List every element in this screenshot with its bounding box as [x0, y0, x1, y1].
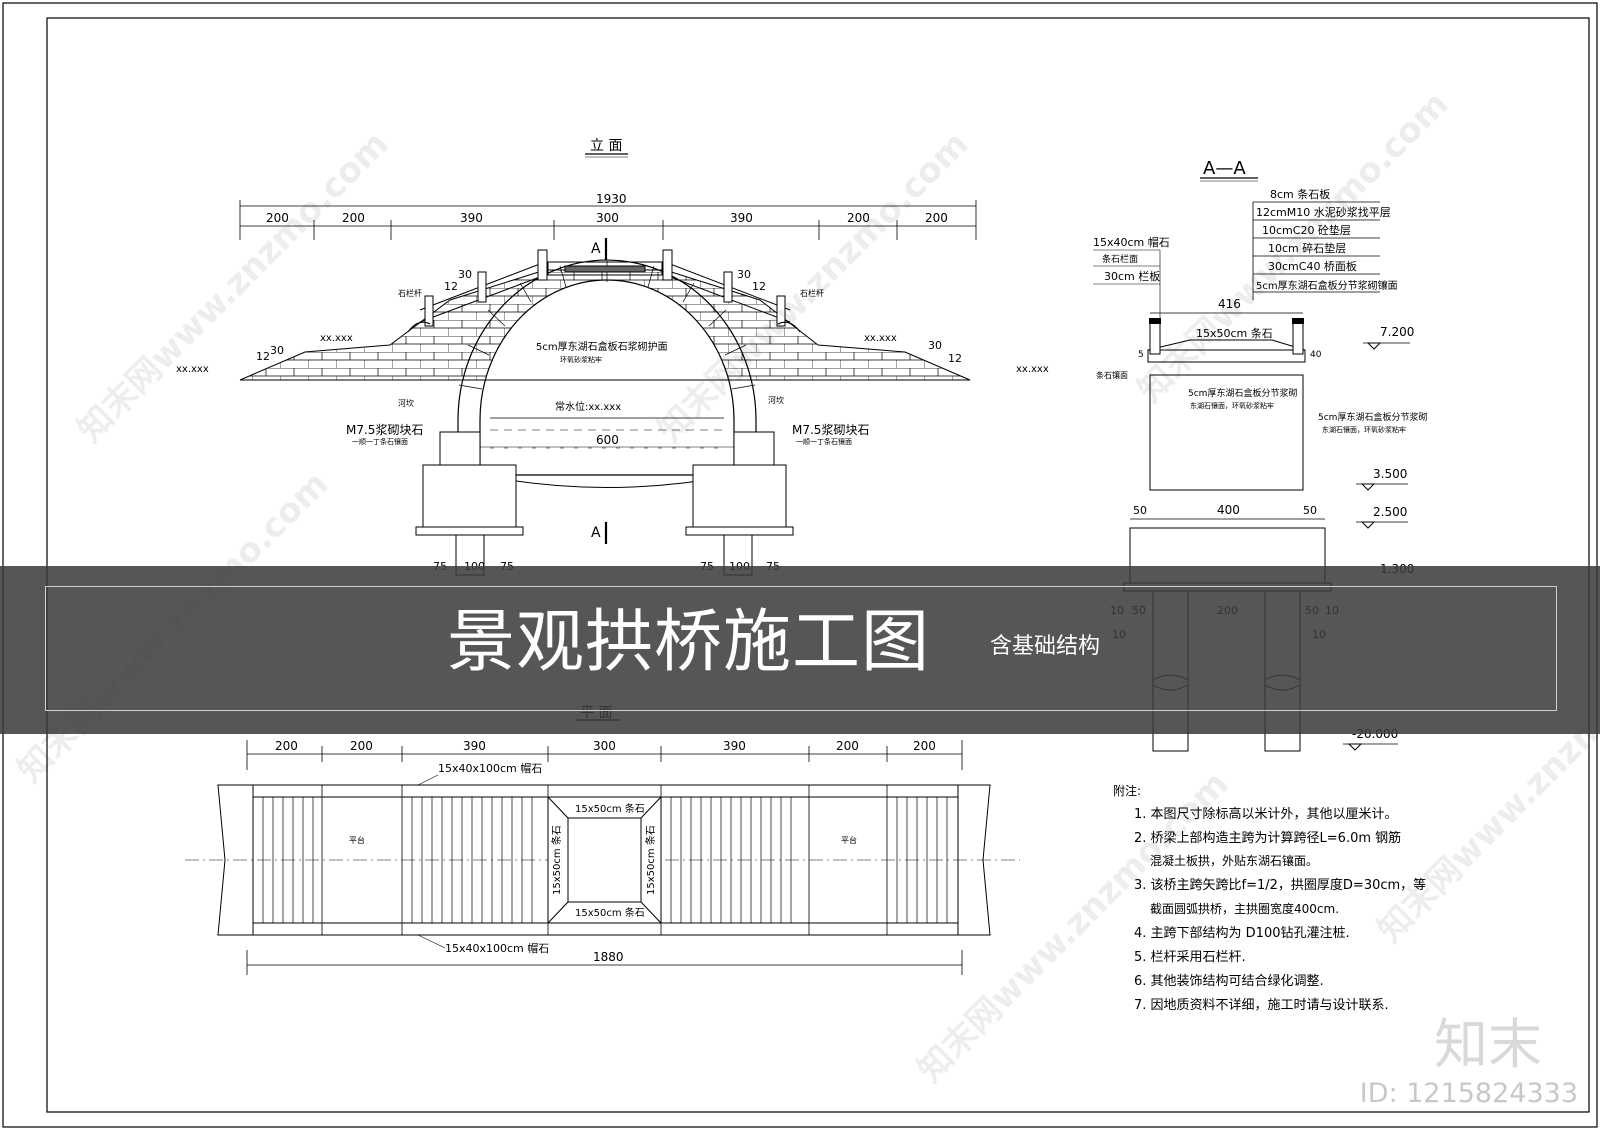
plan-span-1: 200: [275, 739, 298, 753]
elevation-span-4: 300: [596, 211, 619, 225]
notes-block: 附注: 1. 本图尺寸除标高以米计外，其他以厘米计。 2. 桥梁上部构造主跨为计…: [1113, 783, 1426, 1013]
brand-logo: 知末: [1434, 1013, 1542, 1076]
cap-dim-50-right: 50: [1303, 504, 1317, 517]
river-bank-right: 河坎: [768, 395, 784, 405]
elevation-span-7: 200: [925, 211, 948, 225]
elevation-span-1: 200: [266, 211, 289, 225]
center-stone-top: 15x50cm 条石: [575, 802, 645, 815]
section-layer-5: 30cmC40 桥面板: [1268, 259, 1357, 273]
dim-5: 5: [1138, 350, 1144, 360]
section-title: A—A: [1203, 158, 1246, 179]
plan-span-5: 390: [723, 739, 746, 753]
elev-3500: 3.500: [1373, 467, 1407, 481]
plan-span-6: 200: [836, 739, 859, 753]
span-600: 600: [596, 433, 619, 447]
stone-rail-face-label: 条石栏面: [1102, 253, 1138, 265]
notes-title: 附注:: [1113, 783, 1141, 798]
facing-note-right-b: 东湖石镶面，环氧砂浆粘牢: [1322, 425, 1406, 434]
plan-overall-dim: 1880: [593, 950, 624, 964]
note-3: 3. 该桥主跨矢跨比f=1/2，拱圈厚度D=30cm，等: [1134, 877, 1426, 893]
section-layer-1: 8cm 条石板: [1270, 187, 1330, 201]
facing-note-left-b: 东湖石镶面，环氧砂浆粘牢: [1190, 401, 1274, 410]
elev-2500: 2.500: [1373, 505, 1407, 519]
slope-left-b: 12: [444, 280, 458, 293]
m75-right-sub: 一顺一丁条石镶面: [796, 437, 852, 446]
slope-right-b: 12: [752, 280, 766, 293]
plan-span-7: 200: [913, 739, 936, 753]
m75-left: M7.5浆砌块石: [346, 422, 423, 437]
section-layer-4: 10cm 碎石垫层: [1268, 241, 1346, 255]
elevation-overall-dim: 1930: [596, 192, 627, 206]
plan-span-2: 200: [350, 739, 373, 753]
dim-40: 40: [1310, 350, 1322, 360]
note-1: 1. 本图尺寸除标高以米计外，其他以厘米计。: [1134, 806, 1398, 822]
note-3b: 截面圆弧拱桥，主拱圈宽度400cm.: [1150, 901, 1339, 916]
note-2b: 混凝土板拱，外贴东湖石镶面。: [1150, 853, 1318, 868]
note-7: 7. 因地质资料不详细，施工时请与设计联系.: [1134, 998, 1389, 1013]
center-stone-bottom: 15x50cm 条石: [575, 906, 645, 919]
elev-right-upper: xx.xxx: [864, 333, 897, 344]
section-mark-top: A: [591, 241, 601, 257]
elevation-span-3: 390: [460, 211, 483, 225]
section-mark-bottom: A: [591, 525, 601, 541]
elevation-span-6: 200: [847, 211, 870, 225]
plan-view: 平 面 200 200 390 300 390 200 200: [185, 705, 1020, 975]
slope-end-right-a: 30: [928, 339, 942, 352]
slope-end-right-b: 12: [948, 352, 962, 365]
rail-panel-label: 30cm 栏板: [1104, 269, 1160, 283]
rail-cap-label: 15x40cm 帽石: [1093, 236, 1170, 249]
platform-left: 平台: [349, 835, 365, 845]
stone-rail-label-left: 石栏杆: [398, 288, 422, 298]
center-stone-right: 15x50cm 条石: [644, 825, 657, 895]
arch-facing-note: 5cm厚东湖石盒板石浆砌护面: [536, 340, 668, 353]
document-id: ID: 1215824333: [1359, 1078, 1578, 1109]
elev-7200: 7.200: [1380, 325, 1414, 339]
section-width-416: 416: [1218, 297, 1241, 311]
banner-title: 景观拱桥施工图: [447, 603, 931, 682]
title-banner-frame: [45, 586, 1557, 711]
plan-span-4: 300: [593, 739, 616, 753]
title-banner: 景观拱桥施工图 含基础结构: [0, 566, 1600, 734]
water-level-label: 常水位:xx.xxx: [555, 400, 621, 413]
note-5: 5. 栏杆采用石栏杆.: [1134, 950, 1246, 965]
elev-right-lower: xx.xxx: [1016, 364, 1049, 375]
facing-note-right-a: 5cm厚东湖石盒板分节浆砌: [1318, 411, 1427, 423]
section-layer-2: 12cmM10 水泥砂浆找平层: [1256, 205, 1391, 219]
platform-right: 平台: [841, 835, 857, 845]
plan-span-3: 390: [463, 739, 486, 753]
center-stone-left: 15x50cm 条石: [550, 825, 563, 895]
river-bank-left: 河坎: [398, 398, 414, 408]
m75-left-sub: 一顺一丁条石镶面: [352, 437, 408, 446]
plan-bottom-stone: 15x40x100cm 帽石: [445, 942, 549, 955]
elev-left-lower: xx.xxx: [176, 364, 209, 375]
elevation-title: 立 面: [590, 138, 622, 154]
section-layer-3: 10cmC20 砼垫层: [1262, 223, 1351, 237]
note-2: 2. 桥梁上部构造主跨为计算跨径L=6.0m 钢筋: [1134, 830, 1401, 846]
cap-dim-400: 400: [1217, 503, 1240, 517]
slope-left-a: 30: [458, 268, 472, 281]
facing-note-left-a: 5cm厚东湖石盒板分节浆砌: [1188, 387, 1297, 399]
section-view: A—A 8cm 条石板 12cmM10 水泥砂浆找平层 10cmC20 砼垫层 …: [1093, 158, 1427, 752]
stone-rail-label-right: 石栏杆: [800, 288, 824, 298]
cap-dim-50-left: 50: [1133, 504, 1147, 517]
note-6: 6. 其他装饰结构可结合绿化调整.: [1134, 974, 1324, 989]
elev-left-upper: xx.xxx: [320, 333, 353, 344]
section-layer-6: 5cm厚东湖石盒板分节浆砌镶面: [1256, 279, 1398, 292]
deck-stone-label: 15x50cm 条石: [1196, 326, 1273, 340]
stone-facing-label: 条石镶面: [1096, 370, 1128, 380]
slope-right-a: 30: [737, 268, 751, 281]
slope-end-left-b: 12: [256, 350, 270, 363]
note-4: 4. 主跨下部结构为 D100钻孔灌注桩.: [1134, 926, 1350, 941]
plan-top-stone: 15x40x100cm 帽石: [438, 762, 542, 775]
elevation-span-2: 200: [342, 211, 365, 225]
arch-facing-note-sub: 环氧砂浆粘牢: [560, 355, 602, 364]
banner-subtitle: 含基础结构: [990, 634, 1101, 659]
elevation-span-5: 390: [730, 211, 753, 225]
inner-frame: [46, 17, 1590, 1113]
m75-right: M7.5浆砌块石: [792, 422, 869, 437]
slope-end-left-a: 30: [270, 344, 284, 357]
